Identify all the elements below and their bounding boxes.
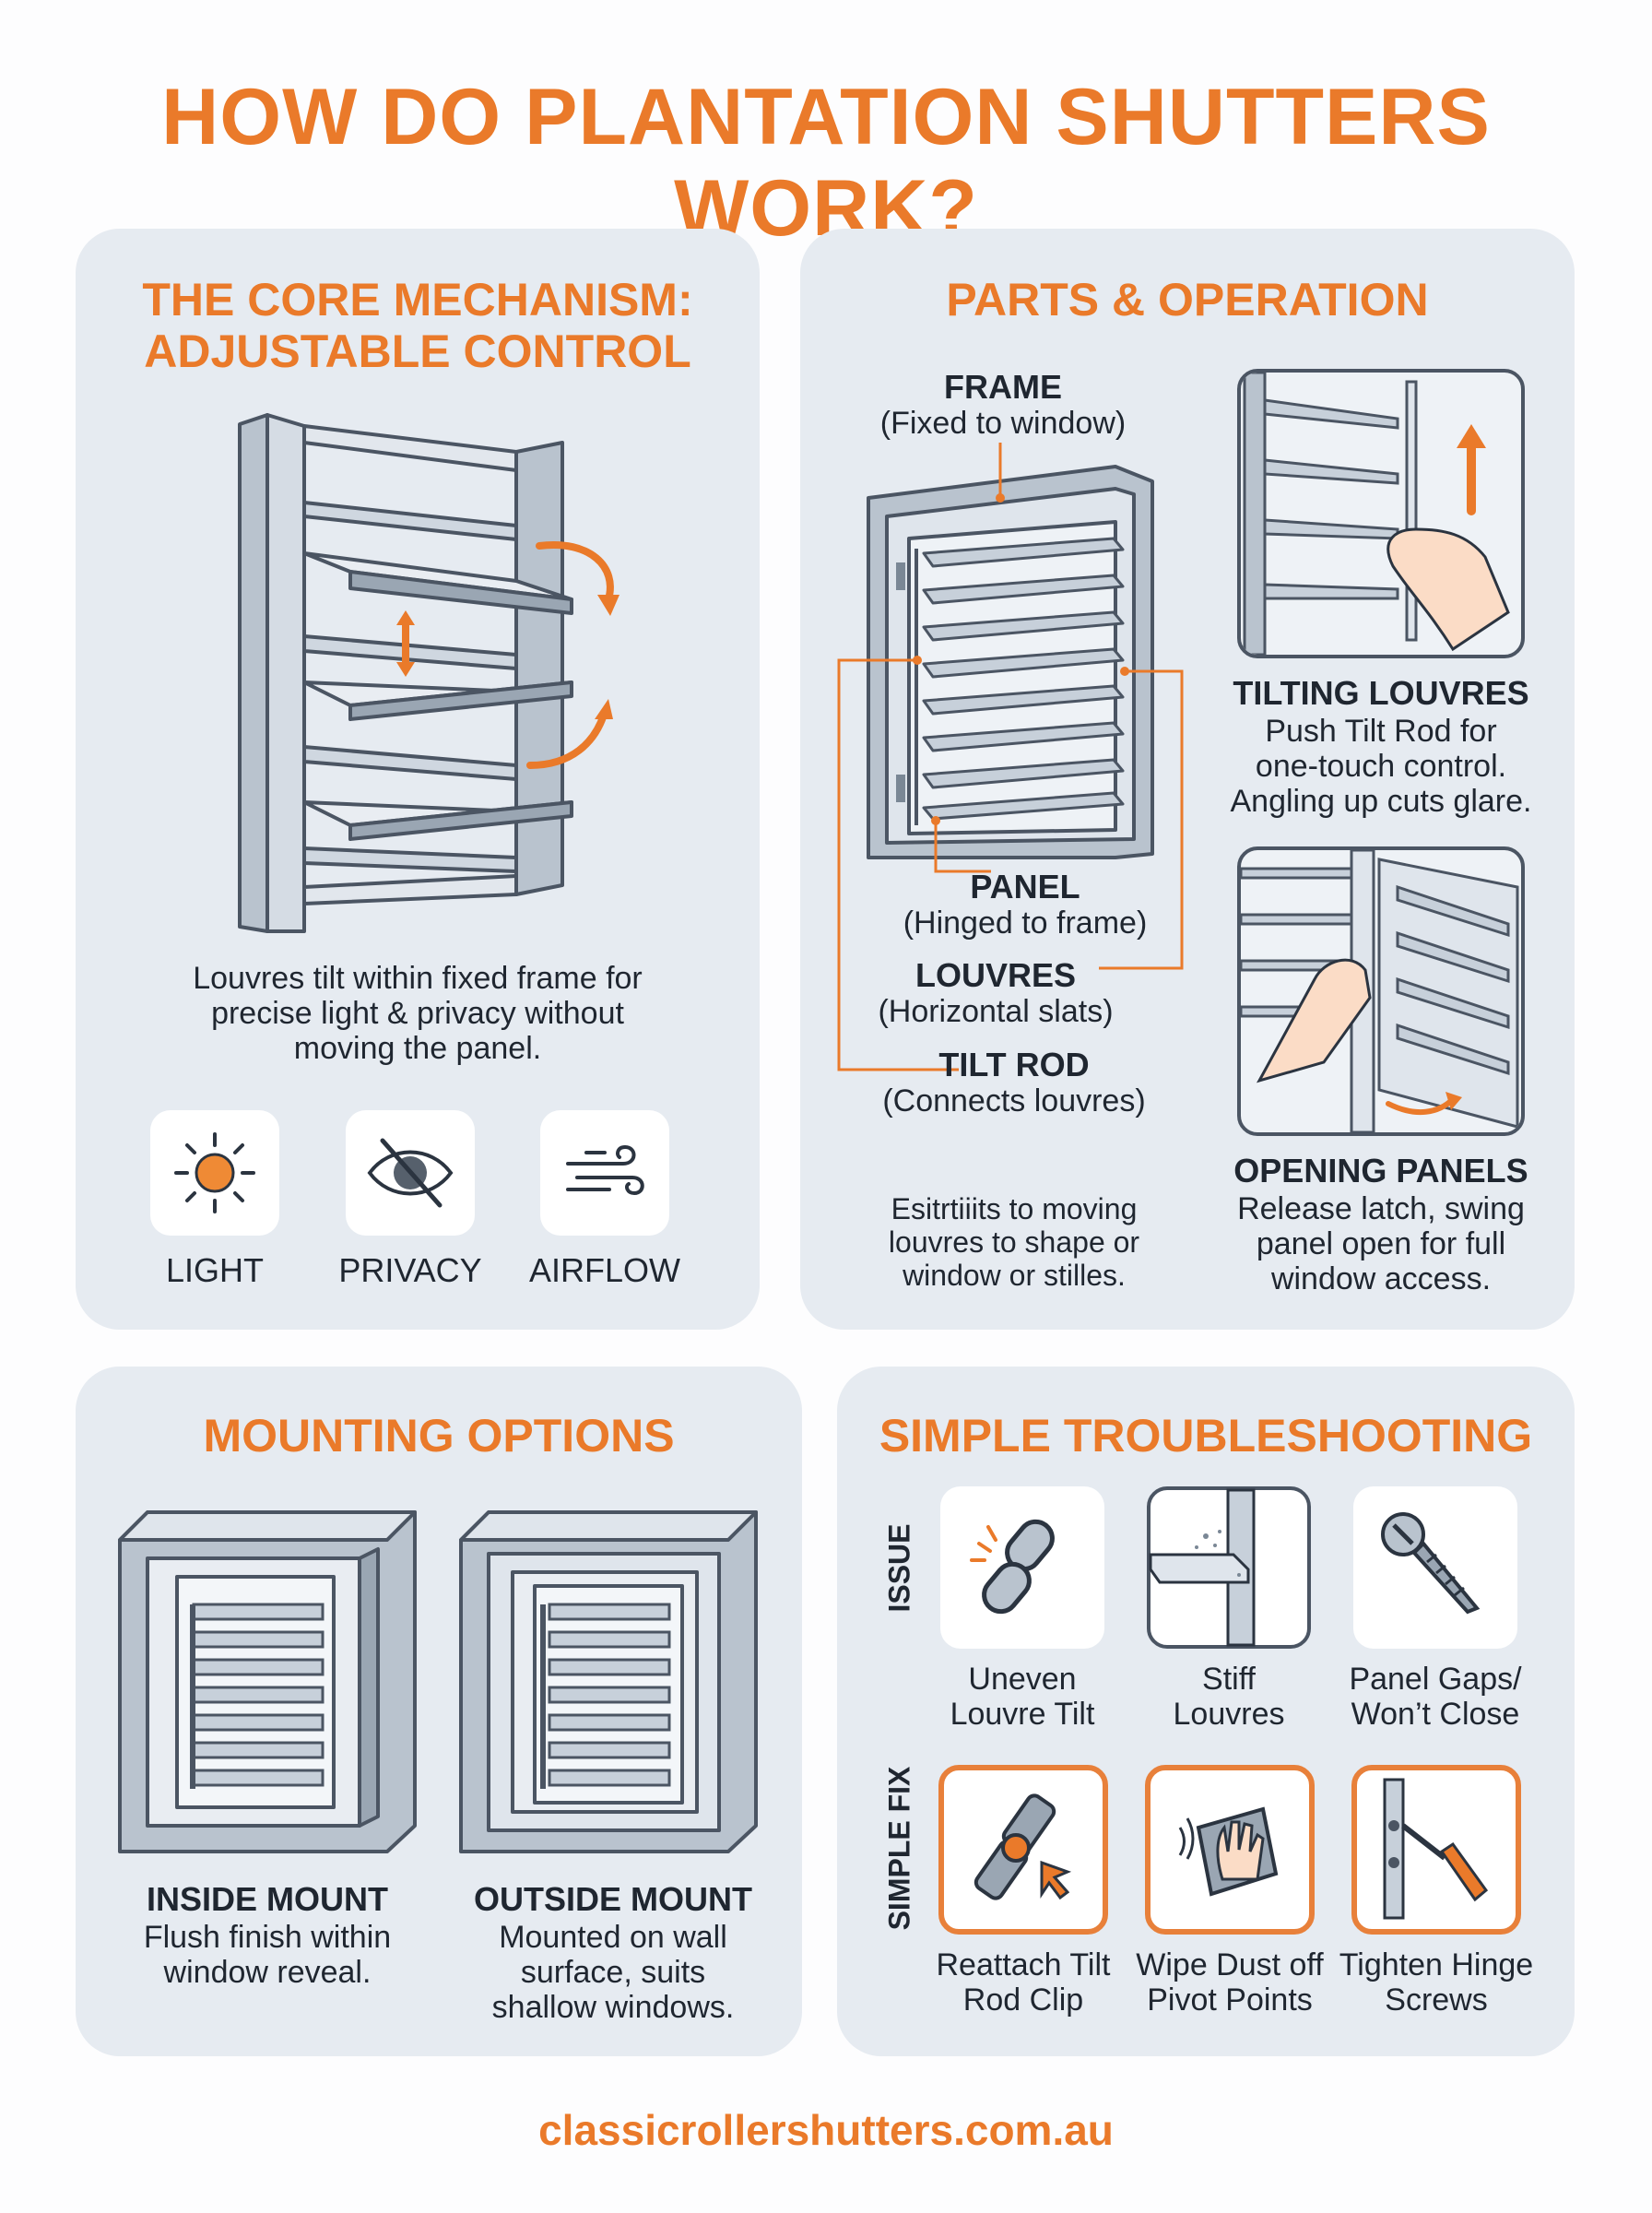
opening-label: OPENING PANELS [1233,1152,1528,1189]
mounting-heading: MOUNTING OPTIONS [203,1410,675,1462]
tilting-line2: one-touch control. [1255,749,1507,784]
core-desc-line3: moving the panel. [293,1031,542,1066]
louvre-tilt-illustration [238,413,620,933]
page-title: HOW DO PLANTATION SHUTTERS WORK? [161,73,1491,253]
broken-chain-icon [970,1519,1055,1615]
inside-mount-label: INSIDE MOUNT [146,1880,388,1918]
stiff-louvre-icon [1149,1488,1256,1647]
opening-line3: window access. [1270,1261,1492,1296]
issue-gaps-line1: Panel Gaps/ [1349,1662,1522,1697]
push-tilt-rod-icon [1243,373,1510,655]
wind-icon [566,1144,644,1196]
inside-mount-line1: Flush finish within [143,1920,392,1955]
wipe-cloth-icon [1178,1806,1279,1897]
light-label: LIGHT [165,1251,264,1289]
frame-sub: (Fixed to window) [879,406,1127,441]
tilting-label: TILTING LOUVRES [1233,674,1529,712]
website-link[interactable]: classicrollershutters.com.au [538,2106,1114,2154]
privacy-label: PRIVACY [338,1251,482,1289]
troubleshooting-card [837,1367,1575,2056]
issue-tile-uneven [940,1486,1104,1649]
screwdriver-icon [1383,1778,1489,1920]
light-tile [150,1110,279,1236]
inside-mount-illustration [118,1510,417,1853]
airflow-label: AIRFLOW [528,1251,680,1289]
fix-row-label: SIMPLE FIX [882,1766,916,1931]
issue-row-label: ISSUE [882,1523,916,1613]
core-desc-line2: precise light & privacy without [211,996,624,1031]
issue-stiff-line2: Louvres [1173,1697,1285,1732]
issue-stiff-line1: Stiff [1202,1662,1256,1697]
issue-tile-stiff [1147,1486,1311,1649]
issue-uneven-line2: Louvre Tilt [950,1697,1095,1732]
outside-mount-line2: surface, suits [520,1955,706,1990]
tiltrod-label: TILT ROD [938,1046,1090,1083]
fix-tighten-line1: Tighten Hinge [1339,1947,1534,1982]
core-heading-line1: THE CORE MECHANISM: [142,274,693,325]
inside-mount-line2: window reveal. [163,1955,372,1990]
fix-wipe-line2: Pivot Points [1147,1982,1313,2018]
issue-gaps-line2: Won’t Close [1351,1697,1520,1732]
opening-panels-picture [1237,846,1525,1136]
panel-label: PANEL [970,868,1080,905]
opening-line1: Release latch, swing [1237,1191,1525,1226]
louvres-label: LOUVRES [914,956,1077,994]
tilting-louvres-picture [1237,369,1525,658]
swing-panel-icon [1241,850,1519,1132]
fix-wipe-line1: Wipe Dust off [1136,1947,1324,1982]
eye-slash-icon [367,1138,454,1208]
fix-clip-line1: Reattach Tilt [936,1947,1111,1982]
tilting-line3: Angling up cuts glare. [1230,784,1532,819]
issue-uneven-line1: Uneven [968,1662,1077,1697]
fix-tile-wipe [1145,1765,1315,1935]
frame-label: FRAME [944,368,1062,406]
outside-mount-illustration [459,1510,758,1853]
outside-mount-line1: Mounted on wall [499,1920,727,1955]
tiltrod-sub: (Connects louvres) [882,1083,1146,1118]
fix-tighten-line2: Screws [1385,1982,1488,2018]
shutter-parts-diagram [837,443,1184,1071]
tilting-line1: Push Tilt Rod for [1265,714,1497,749]
clip-icon [974,1793,1072,1900]
core-desc-line1: Louvres tilt within fixed frame for [193,961,643,996]
screw-icon [1381,1512,1481,1615]
fix-tile-tighten [1351,1765,1521,1935]
issue-tile-gaps [1353,1486,1517,1649]
fix-tile-clip [938,1765,1108,1935]
trouble-heading: SIMPLE TROUBLESHOOTING [879,1410,1533,1462]
privacy-tile [346,1110,475,1236]
opening-line2: panel open for full [1256,1226,1506,1261]
parts-note-line3: window or stilles. [903,1259,1126,1292]
outside-mount-line3: shallow windows. [491,1990,735,2025]
outside-mount-label: OUTSIDE MOUNT [474,1880,752,1918]
panel-sub: (Hinged to frame) [903,905,1148,941]
parts-note-line2: louvres to shape or [888,1225,1140,1259]
sun-icon [174,1132,255,1213]
parts-note-line1: Esitrtiiits to moving [891,1192,1138,1225]
fix-clip-line2: Rod Clip [962,1982,1084,2018]
airflow-tile [540,1110,669,1236]
core-heading-line2: ADJUSTABLE CONTROL [144,325,691,377]
parts-heading: PARTS & OPERATION [946,274,1429,325]
louvres-sub: (Horizontal slats) [878,994,1114,1029]
